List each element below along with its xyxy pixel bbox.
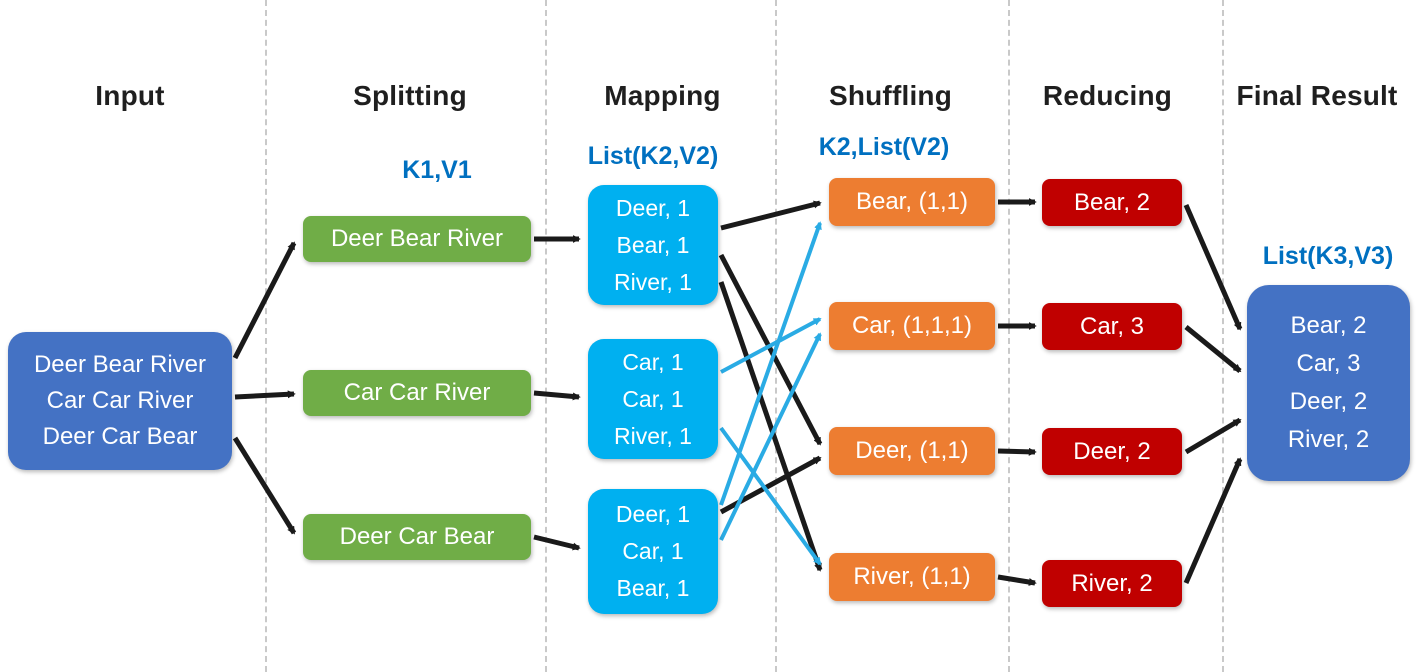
- input-box: Deer Bear River Car Car River Deer Car B…: [8, 332, 232, 470]
- map-box-1: Deer, 1 Bear, 1 River, 1: [588, 185, 718, 305]
- map-line: Bear, 1: [616, 231, 690, 258]
- arrow-map2-to-car: [720, 317, 822, 374]
- split-box-1: Deer Bear River: [303, 216, 531, 262]
- label-list-k3v3: List(K3,V3): [1262, 242, 1394, 270]
- input-line: Deer Car Bear: [42, 423, 198, 450]
- reduce-box-river: River, 2: [1042, 560, 1182, 607]
- label-k1v1: K1,V1: [402, 156, 472, 184]
- column-separator: [545, 0, 547, 672]
- arrow-reduce1-to-final: [1183, 204, 1243, 331]
- arrow-map2-to-river: [719, 426, 822, 566]
- arrow-map1-to-deer: [718, 253, 823, 446]
- header-reducing: Reducing: [1042, 80, 1173, 111]
- map-box-3: Deer, 1 Car, 1 Bear, 1: [588, 489, 718, 614]
- column-separator: [1008, 0, 1010, 672]
- map-line: Car, 1: [622, 348, 684, 375]
- final-line: Deer, 2: [1289, 388, 1368, 415]
- header-shuffling: Shuffling: [828, 80, 953, 111]
- shuffle-box-bear: Bear, (1,1): [829, 178, 995, 226]
- header-final-result: Final Result: [1236, 80, 1398, 111]
- split-box-2: Car Car River: [303, 370, 531, 416]
- column-separator: [775, 0, 777, 672]
- header-mapping: Mapping: [604, 80, 721, 111]
- arrow-reduce3-to-final: [1184, 417, 1242, 455]
- final-line: River, 2: [1287, 426, 1370, 453]
- reduce-box-deer: Deer, 2: [1042, 428, 1182, 475]
- map-line: Car, 1: [622, 538, 684, 564]
- final-result-box: Bear, 2 Car, 3 Deer, 2 River, 2: [1247, 285, 1410, 481]
- map-line: Deer, 1: [615, 194, 691, 221]
- header-splitting: Splitting: [353, 80, 467, 111]
- arrow-split2-to-map2: [533, 390, 581, 401]
- arrow-map1-to-bear: [720, 200, 822, 231]
- map-line: Bear, 1: [616, 575, 690, 601]
- shuffle-box-river: River, (1,1): [829, 553, 995, 601]
- header-input: Input: [95, 80, 165, 111]
- map-line: River, 1: [614, 422, 692, 449]
- reduce-box-car: Car, 3: [1042, 303, 1182, 350]
- input-line: Deer Bear River: [33, 351, 207, 378]
- arrow-reduce4-to-final: [1183, 457, 1243, 584]
- arrow-map1-to-river: [718, 281, 823, 572]
- arrow-map3-to-car: [719, 332, 822, 541]
- shuffle-box-car: Car, (1,1,1): [829, 302, 995, 350]
- shuffle-box-deer: Deer, (1,1): [829, 427, 995, 475]
- map-line: Deer, 1: [615, 501, 691, 527]
- arrow-map3-to-deer: [719, 455, 822, 515]
- split-box-3: Deer Car Bear: [303, 514, 531, 560]
- arrow-shuffle3-to-reduce3: [997, 447, 1037, 456]
- final-line: Car, 3: [1296, 350, 1361, 377]
- column-separator: [265, 0, 267, 672]
- reduce-box-bear: Bear, 2: [1042, 179, 1182, 226]
- label-k2-listv2: K2,List(V2): [818, 133, 950, 161]
- map-line: Car, 1: [622, 385, 684, 412]
- final-line: Bear, 2: [1290, 312, 1367, 339]
- map-line: River, 1: [614, 268, 692, 295]
- arrow-reduce2-to-final: [1184, 325, 1242, 373]
- label-list-k2v2: List(K2,V2): [587, 142, 719, 170]
- map-box-2: Car, 1 Car, 1 River, 1: [588, 339, 718, 459]
- arrow-split3-to-map3: [533, 534, 581, 551]
- arrow-shuffle4-to-reduce4: [997, 574, 1037, 586]
- input-line: Car Car River: [46, 387, 194, 414]
- arrow-map3-to-bear: [719, 221, 822, 506]
